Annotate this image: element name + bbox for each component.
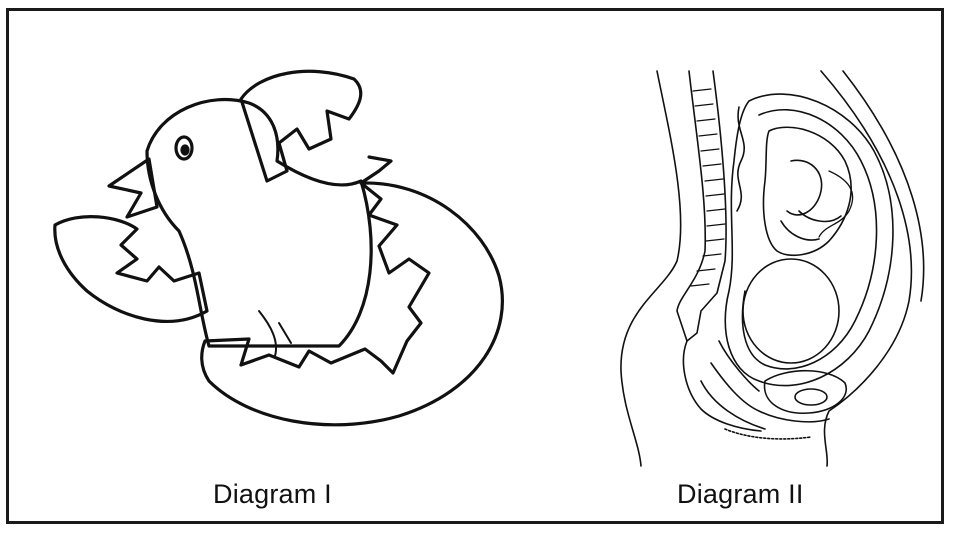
spine [677,71,726,341]
figure-frame: Diagram I [6,8,944,524]
body-back-outline [621,71,681,466]
vertebrae [691,89,725,286]
chick-beak [109,159,157,217]
diagram-1-panel: Diagram I [9,11,529,521]
bladder [765,371,847,413]
diagram-2-panel: Diagram II [529,11,941,521]
womb-cross-section-illustration [529,11,941,471]
egg-shell-top-cap [241,71,361,181]
chick-hatching-illustration [9,11,529,471]
diagram-1-caption: Diagram I [213,479,332,510]
diagram-2-caption: Diagram II [677,479,804,510]
fetus-body [764,127,852,255]
egg-shell-bottom [202,183,503,425]
belly-outline [821,71,911,466]
fetus-head [743,259,839,363]
umbilical-cord [819,171,853,237]
egg-shell-left-fragment [55,217,207,322]
